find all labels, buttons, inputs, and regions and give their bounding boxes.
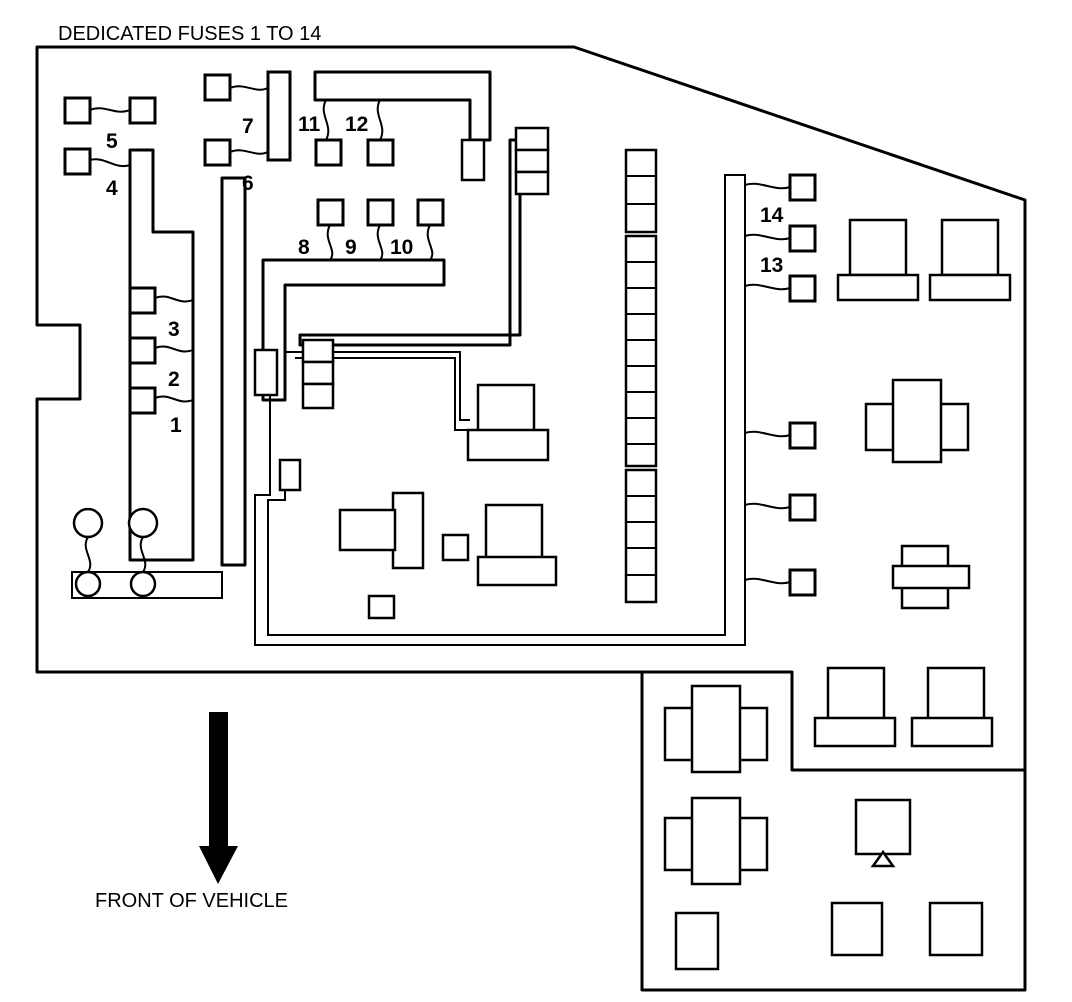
round-terminals xyxy=(72,507,159,598)
fuse-label-6: 6 xyxy=(242,172,254,195)
fuse-label-12: 12 xyxy=(345,113,368,136)
fuse-label-3: 3 xyxy=(168,318,180,341)
fuse-label-14: 14 xyxy=(760,204,784,227)
center-fuse-strip xyxy=(624,148,658,604)
dedicated-fuses xyxy=(63,70,817,597)
fuse-label-10: 10 xyxy=(390,236,413,259)
fuse-label-1: 1 xyxy=(170,414,182,437)
fuse-label-7: 7 xyxy=(242,115,254,138)
diagram-title: DEDICATED FUSES 1 TO 14 xyxy=(58,23,321,45)
middle-relays xyxy=(338,383,558,587)
lower-relays xyxy=(663,666,994,971)
fuse-label-11: 11 xyxy=(298,113,321,136)
right-relays xyxy=(836,218,1012,610)
fuse-number-labels: 1 2 3 4 5 6 7 8 9 10 11 12 13 14 xyxy=(106,113,784,437)
lower-section-divider xyxy=(642,670,1025,772)
front-of-vehicle-label: FRONT OF VEHICLE xyxy=(95,890,288,912)
fuse-box-housing xyxy=(35,45,1027,992)
fuse-label-13: 13 xyxy=(760,254,783,277)
fuse-label-4: 4 xyxy=(106,177,118,200)
fuse-label-2: 2 xyxy=(168,368,180,391)
fuse-label-5: 5 xyxy=(106,130,118,153)
connector-blocks xyxy=(253,126,550,620)
fuse-label-8: 8 xyxy=(298,236,310,259)
fuse-label-9: 9 xyxy=(345,236,357,259)
front-arrow-icon xyxy=(199,712,238,884)
